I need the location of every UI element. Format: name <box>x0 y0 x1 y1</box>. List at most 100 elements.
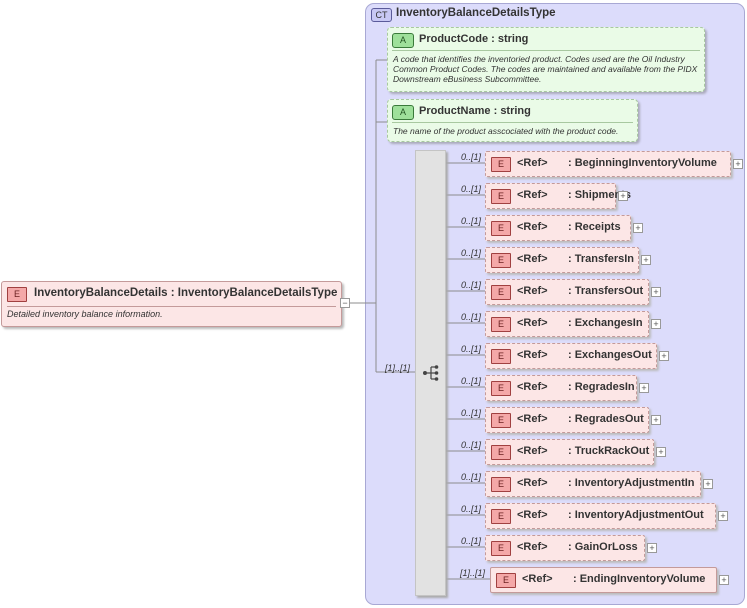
expand-toggle[interactable]: + <box>641 255 651 265</box>
element-ref-box[interactable]: E <Ref> : InventoryAdjustmentOut <box>485 503 716 529</box>
element-name: : InventoryAdjustmentIn <box>568 477 695 489</box>
element-ref-box[interactable]: E <Ref> : TransfersOut <box>485 279 649 305</box>
attribute-documentation: A code that identifies the inventoried p… <box>393 54 698 84</box>
element-badge: E <box>491 509 511 524</box>
element-name: : TruckRackOut <box>568 445 650 457</box>
element-badge: E <box>491 189 511 204</box>
element-ref-label: <Ref> <box>517 157 548 169</box>
element-ref-box[interactable]: E <Ref> : ExchangesIn <box>485 311 649 337</box>
expand-toggle[interactable]: + <box>647 543 657 553</box>
element-cardinality: [1]..[1] <box>460 568 486 578</box>
element-ref-box[interactable]: E<Ref>: ExchangesOut <box>485 343 657 369</box>
element-ref-label: <Ref> <box>517 381 548 393</box>
expand-toggle[interactable]: + <box>656 447 666 457</box>
collapse-toggle[interactable]: − <box>340 298 350 308</box>
element-ref-box[interactable]: E <Ref> : BeginningInventoryVolume <box>485 151 731 177</box>
element-ref-label: <Ref> <box>517 477 548 489</box>
attribute-name: ProductName : string <box>419 105 531 117</box>
element-ref-box[interactable]: E <Ref> : InventoryAdjustmentIn <box>485 471 701 497</box>
element-badge: E <box>491 253 511 268</box>
element-badge: E <box>491 477 511 492</box>
sequence-icon <box>423 365 439 381</box>
complex-type-badge: CT <box>371 8 392 22</box>
element-name: : Receipts <box>568 221 621 233</box>
element-ref-box[interactable]: E <Ref> : Receipts <box>485 215 631 241</box>
divider <box>392 50 700 51</box>
element-cardinality: 0..[1] <box>461 536 482 546</box>
element-name: : InventoryAdjustmentOut <box>568 509 704 521</box>
element-ref-label: <Ref> <box>517 221 548 233</box>
attribute-badge: A <box>392 105 414 120</box>
root-element-documentation: Detailed inventory balance information. <box>7 309 163 319</box>
element-name: : EndingInventoryVolume <box>573 573 706 585</box>
element-ref-box[interactable]: E<Ref>: GainOrLoss <box>485 535 645 561</box>
element-ref-box[interactable]: E<Ref>: RegradesOut <box>485 407 649 433</box>
element-cardinality: 0..[1] <box>461 312 482 322</box>
expand-toggle[interactable]: + <box>733 159 743 169</box>
element-cardinality: 0..[1] <box>461 280 482 290</box>
element-ref-label: <Ref> <box>517 285 548 297</box>
element-name: : RegradesIn <box>568 381 635 393</box>
element-ref-box[interactable]: E <Ref> : RegradesIn <box>485 375 637 401</box>
element-ref-label: <Ref> <box>517 253 548 265</box>
expand-toggle[interactable]: + <box>718 511 728 521</box>
element-ref-label: <Ref> <box>517 317 548 329</box>
element-cardinality: 0..[1] <box>461 344 482 354</box>
element-badge: E <box>491 413 511 428</box>
element-ref-box[interactable]: E <Ref> : EndingInventoryVolume <box>490 567 717 593</box>
element-badge: E <box>491 381 511 396</box>
element-cardinality: 0..[1] <box>461 152 482 162</box>
element-ref-label: <Ref> <box>522 573 553 585</box>
element-badge: E <box>491 285 511 300</box>
element-name: : BeginningInventoryVolume <box>568 157 717 169</box>
element-name: : Shipments <box>568 189 631 201</box>
sequence-cardinality: [1]..[1] <box>385 363 411 373</box>
element-badge: E <box>7 287 27 302</box>
element-badge: E <box>491 221 511 236</box>
element-ref-label: <Ref> <box>517 509 548 521</box>
element-ref-box[interactable]: E <Ref> : TruckRackOut <box>485 439 654 465</box>
element-cardinality: 0..[1] <box>461 504 482 514</box>
element-name: : TransfersOut <box>568 285 644 297</box>
element-badge: E <box>491 541 511 556</box>
expand-toggle[interactable]: + <box>639 383 649 393</box>
element-badge: E <box>496 573 516 588</box>
element-name: : ExchangesIn <box>568 317 643 329</box>
element-cardinality: 0..[1] <box>461 440 482 450</box>
element-ref-box[interactable]: E <Ref> : TransfersIn <box>485 247 639 273</box>
expand-toggle[interactable]: + <box>651 415 661 425</box>
expand-toggle[interactable]: + <box>618 191 628 201</box>
attribute-product-code[interactable]: A ProductCode : string A code that ident… <box>387 27 705 92</box>
expand-toggle[interactable]: + <box>651 287 661 297</box>
element-badge: E <box>491 157 511 172</box>
expand-toggle[interactable]: + <box>703 479 713 489</box>
element-ref-label: <Ref> <box>517 189 548 201</box>
element-cardinality: 0..[1] <box>461 216 482 226</box>
element-name: : TransfersIn <box>568 253 635 265</box>
expand-toggle[interactable]: + <box>659 351 669 361</box>
expand-toggle[interactable]: + <box>719 575 729 585</box>
element-name: : ExchangesOut <box>568 349 652 361</box>
element-badge: E <box>491 445 511 460</box>
attribute-documentation: The name of the product asscociated with… <box>393 126 619 136</box>
element-cardinality: 0..[1] <box>461 248 482 258</box>
element-badge: E <box>491 317 511 332</box>
complex-type-name: InventoryBalanceDetailsType <box>396 7 556 19</box>
element-ref-label: <Ref> <box>517 349 548 361</box>
root-element-title: InventoryBalanceDetails : InventoryBalan… <box>34 287 338 299</box>
expand-toggle[interactable]: + <box>651 319 661 329</box>
attribute-name: ProductCode : string <box>419 33 529 45</box>
element-ref-label: <Ref> <box>517 541 548 553</box>
element-ref-label: <Ref> <box>517 445 548 457</box>
divider <box>7 306 336 307</box>
expand-toggle[interactable]: + <box>633 223 643 233</box>
element-ref-label: <Ref> <box>517 413 548 425</box>
attribute-product-name[interactable]: A ProductName : string The name of the p… <box>387 99 638 142</box>
element-cardinality: 0..[1] <box>461 472 482 482</box>
divider <box>392 122 633 123</box>
root-element-box[interactable]: E InventoryBalanceDetails : InventoryBal… <box>1 281 342 327</box>
element-ref-box[interactable]: E <Ref> : Shipments <box>485 183 631 209</box>
sequence-compositor <box>415 150 446 596</box>
element-cardinality: 0..[1] <box>461 408 482 418</box>
